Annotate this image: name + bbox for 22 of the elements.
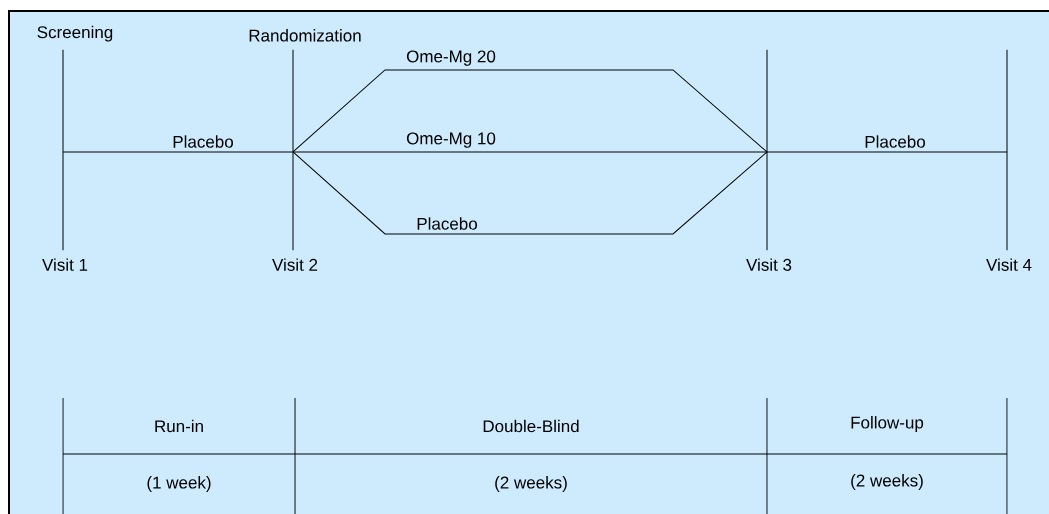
treatment-line — [292, 151, 768, 235]
treatment-line — [292, 151, 768, 153]
milestone-label: Randomization — [249, 29, 361, 42]
treatment-line — [766, 151, 1008, 153]
period-label: (2 weeks) — [851, 474, 923, 490]
period-label: Follow-up — [851, 416, 924, 432]
edge-label: Placebo — [173, 135, 233, 148]
milestone-label: Screening — [37, 25, 113, 42]
period-label: (1 week) — [147, 476, 211, 492]
visit-label: Visit 1 — [42, 258, 88, 271]
edge-label: Ome-Mg 20 — [406, 50, 496, 66]
edge-label: Placebo — [865, 135, 925, 148]
edge-label: Placebo — [417, 217, 477, 230]
visit-label: Visit 2 — [272, 258, 318, 271]
period-label: Run-in — [155, 419, 203, 433]
edge-label: Ome-Mg 10 — [406, 132, 496, 148]
treatment-line — [62, 151, 294, 153]
period-label: Double-Blind — [483, 419, 579, 433]
period-label: (2 weeks) — [495, 476, 567, 492]
treatment-line — [292, 69, 768, 153]
visit-label: Visit 4 — [986, 258, 1032, 271]
visit-label: Visit 3 — [746, 258, 792, 271]
